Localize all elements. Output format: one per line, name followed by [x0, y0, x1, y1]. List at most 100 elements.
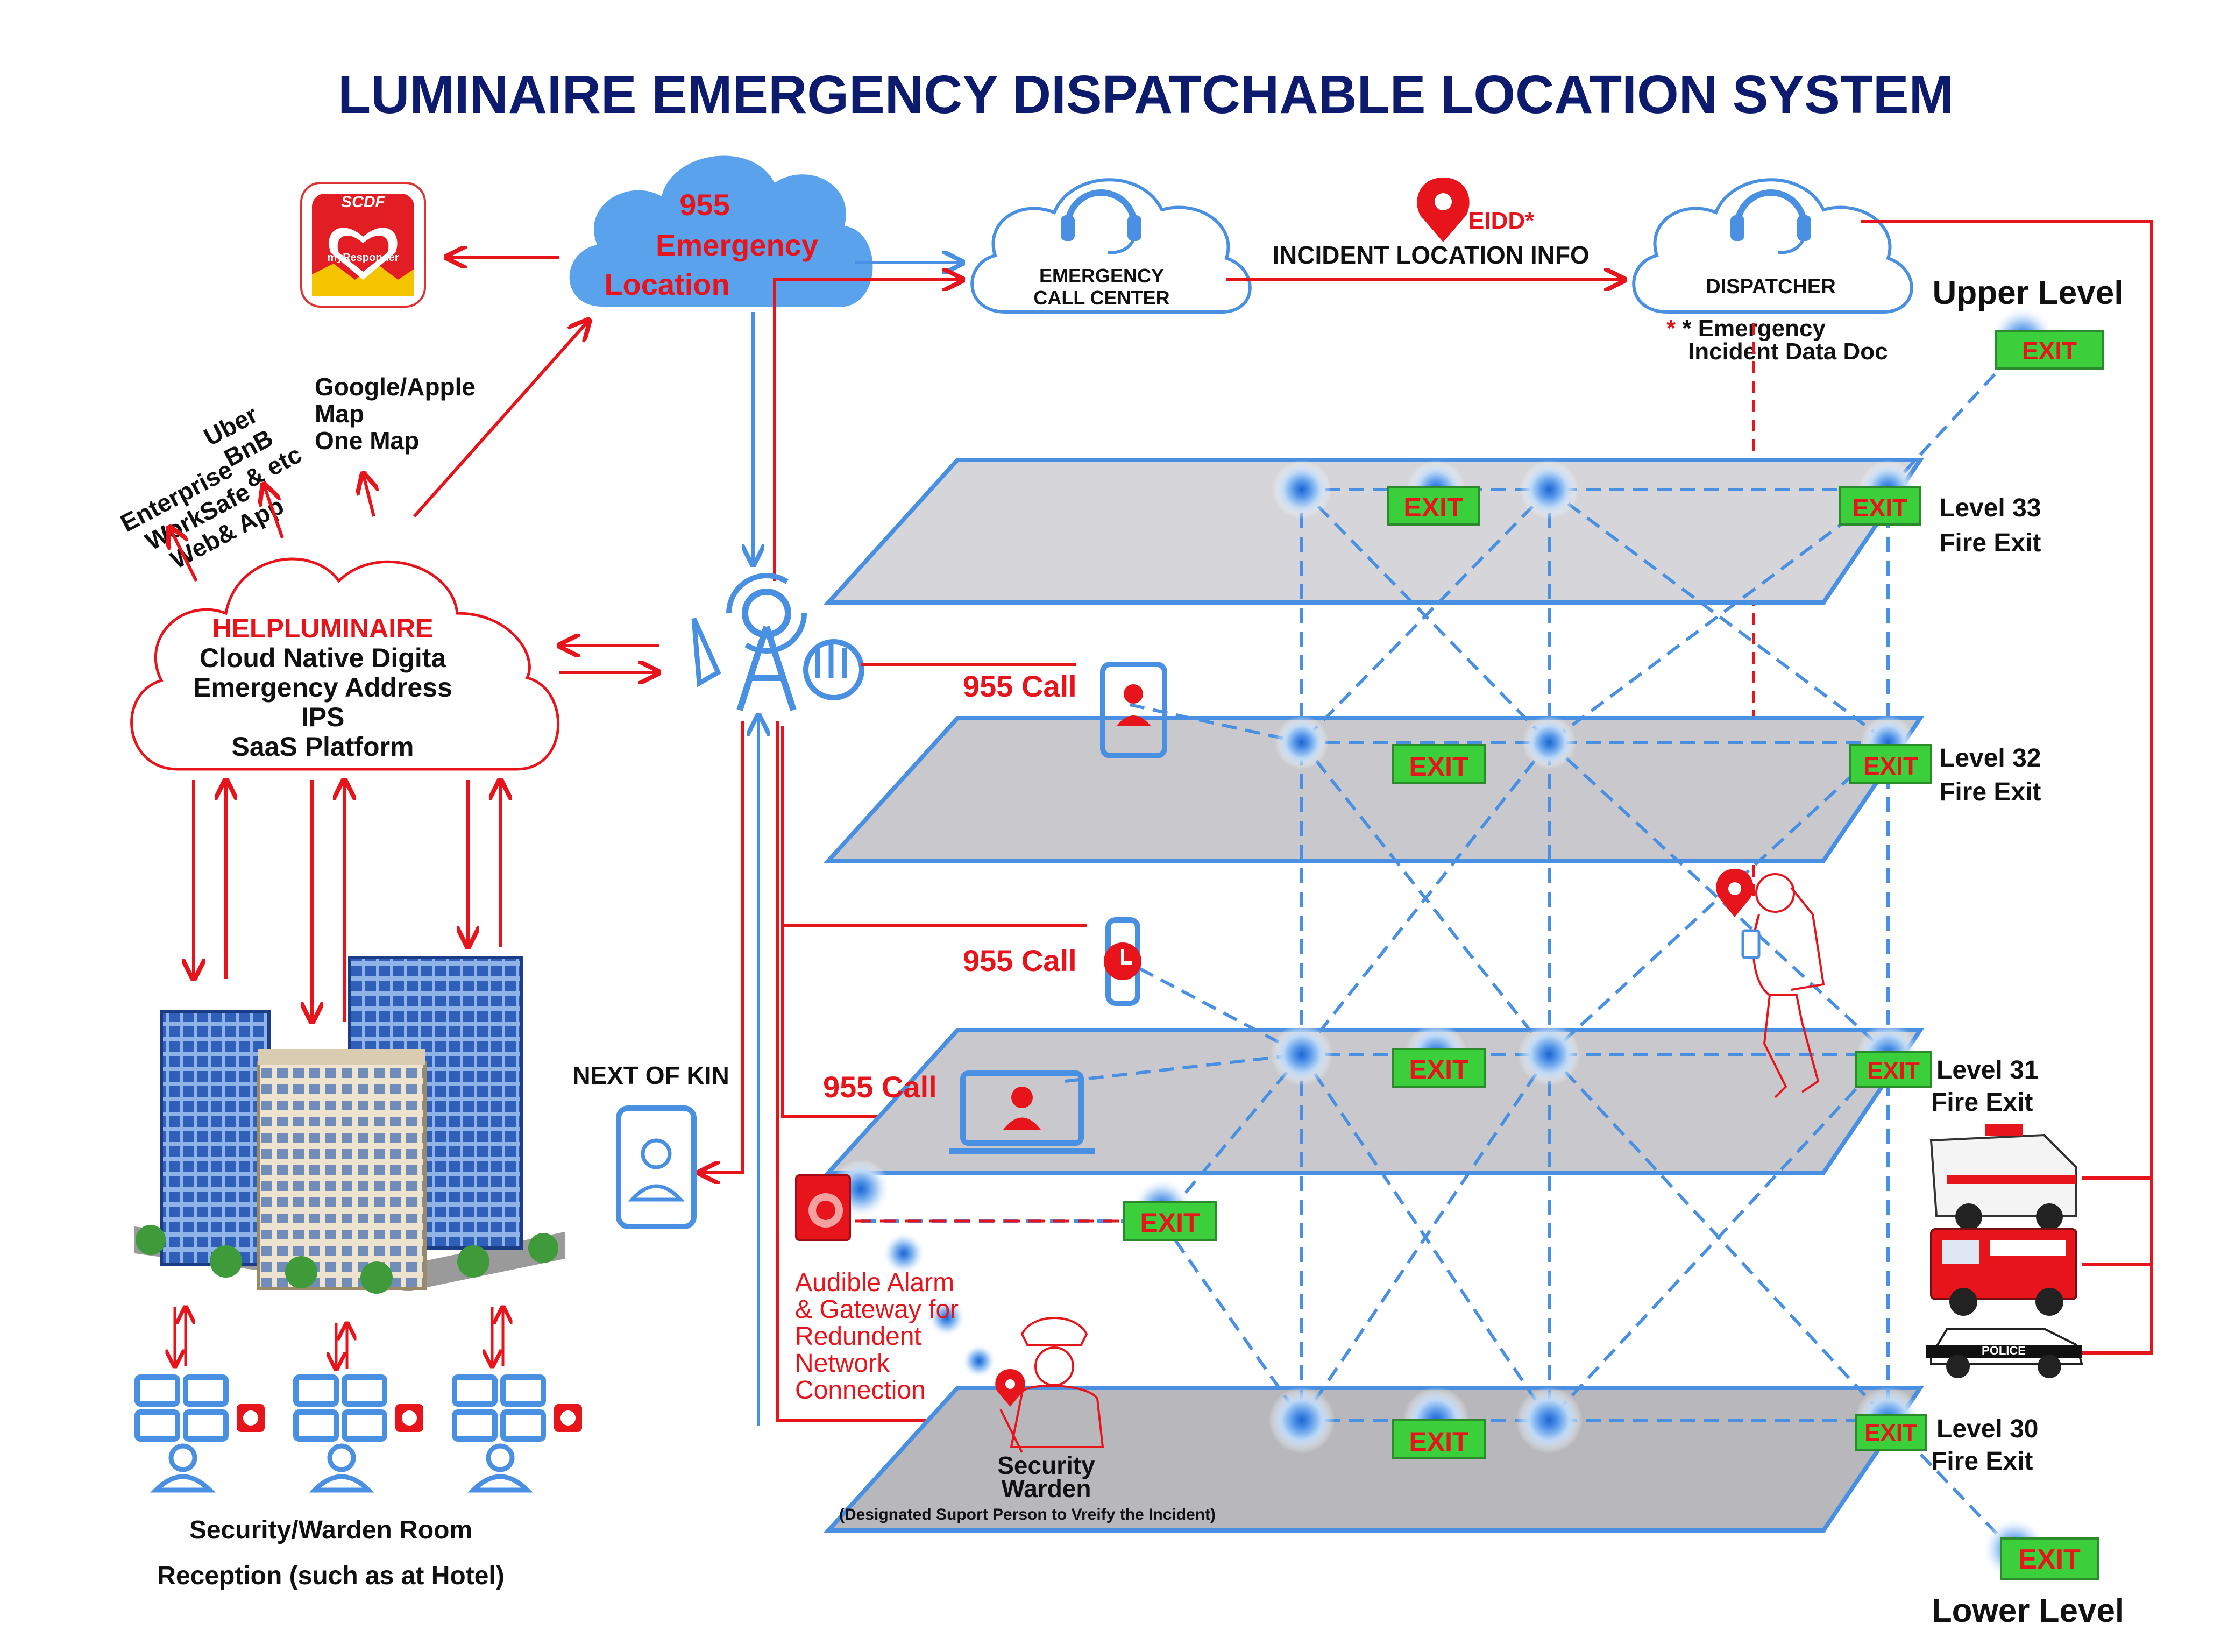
eidd-tag: EIDD*: [1468, 208, 1535, 234]
level-32-sub: Fire Exit: [1939, 778, 2041, 806]
platform-line1: Cloud Native Digita: [200, 643, 447, 673]
next-of-kin-phone-icon: [616, 1105, 697, 1229]
security-warden-figure: [999, 1317, 1104, 1453]
exit-sign: EXIT: [1855, 1051, 1932, 1088]
mobile-phone-icon: [1100, 662, 1167, 758]
rooms-line1: Security/Warden Room: [189, 1516, 472, 1544]
level-32-name: Level 32: [1939, 744, 2041, 772]
arrow-to-next-of-kin: [699, 721, 744, 1173]
alarm-line2: & Gateway for: [795, 1295, 959, 1324]
exit-label: EXIT: [1409, 751, 1468, 782]
level-33-name: Level 33: [1939, 494, 2041, 522]
victim-location-pin-icon: [1716, 869, 1754, 917]
eidd-location-pin-icon: [1417, 178, 1470, 242]
cloud-955-line1: 955: [679, 188, 729, 222]
exit-sign: EXIT: [2000, 1537, 2099, 1580]
cell-tower-icon: [691, 573, 864, 711]
luminaire-icon: [1522, 715, 1576, 769]
exit-label: EXIT: [2022, 337, 2077, 365]
level-31-name: Level 31: [1936, 1056, 2038, 1084]
exit-label: EXIT: [1140, 1208, 1200, 1238]
dispatcher-to-responders-line: [1861, 220, 2153, 1355]
app-brand: SCDF: [341, 193, 385, 211]
exit-sign: EXIT: [1855, 1414, 1927, 1451]
luminaire-icon: [1271, 1023, 1333, 1086]
police-label: POLICE: [1982, 1344, 2026, 1357]
smartwatch-icon: [1104, 917, 1141, 1006]
exit-label: EXIT: [1409, 1427, 1468, 1457]
dispatcher-node: DISPATCHER: [1632, 178, 1913, 314]
warden-note: (Designated Suport Person to Vreify the …: [839, 1506, 1216, 1523]
exit-label: EXIT: [1403, 492, 1463, 522]
maps-line3: One Map: [315, 427, 419, 455]
exit-label: EXIT: [1863, 752, 1918, 780]
alarm-line5: Connection: [795, 1376, 926, 1405]
rooms-line2: Reception (such as at Hotel): [157, 1562, 504, 1590]
exit-sign: EXIT: [1387, 486, 1480, 526]
next-of-kin-label: NEXT OF KIN: [572, 1061, 729, 1089]
floor-level-31: [823, 1028, 1925, 1175]
luminaire-icon: [1275, 715, 1329, 769]
exit-sign: EXIT: [1849, 744, 1932, 784]
eidd-note-line2: Incident Data Doc: [1688, 338, 1888, 365]
exit-sign: EXIT: [1123, 1201, 1217, 1241]
diagram-title: LUMINAIRE EMERGENCY DISPATCHABLE LOCATIO…: [338, 65, 1954, 125]
call-center-line2: CALL CENTER: [1033, 287, 1169, 309]
exit-sign: EXIT: [1839, 486, 1921, 526]
alarm-line1: Audible Alarm: [795, 1268, 954, 1297]
exit-sign: EXIT: [1392, 1419, 1486, 1459]
luminaire-icon: [962, 1344, 996, 1378]
headset-icon: [1061, 189, 1141, 254]
lower-level-label: Lower Level: [1932, 1592, 2124, 1629]
platform-line4: SaaS Platform: [231, 732, 414, 762]
warden-line2: Warden: [1002, 1474, 1091, 1502]
maps-line2: Map: [315, 400, 364, 428]
alarm-line4: Network: [795, 1349, 890, 1378]
level-31-sub: Fire Exit: [1931, 1088, 2033, 1117]
app-name: myResponder: [327, 252, 399, 264]
security-station-2: [293, 1374, 423, 1493]
warden-location-pin-icon: [995, 1369, 1025, 1407]
floor-level-30: [823, 1386, 1925, 1533]
luminaire-icon: [1518, 1023, 1580, 1086]
security-station-3: [452, 1374, 582, 1493]
arrow-to-uber: [264, 484, 284, 538]
handheld-phone-icon: [1741, 929, 1761, 959]
emergency-call-center-node: EMERGENCY CALL CENTER: [970, 178, 1252, 314]
maps-line1: Google/Apple: [315, 373, 476, 401]
buildings-illustration: [134, 956, 565, 1294]
exit-label: EXIT: [1853, 494, 1907, 522]
luminaire-icon: [1520, 460, 1579, 519]
myresponder-app-icon: SCDF myResponder: [300, 182, 426, 308]
exit-sign: EXIT: [1392, 1048, 1486, 1088]
helpluminaire-platform-cloud: HELPLUMINAIRE Cloud Native Digita Emerge…: [130, 557, 560, 771]
level-33-sub: Fire Exit: [1939, 529, 2041, 557]
exit-sign: EXIT: [1995, 330, 2104, 370]
exit-signs: EXIT EXIT EXIT EXIT EXIT EXIT EXIT EXIT …: [1123, 330, 2104, 1580]
exit-sign: EXIT: [1392, 744, 1486, 784]
alarm-line3: Redundent: [795, 1322, 921, 1351]
arrow-tower-to-callcenter: [773, 280, 963, 581]
luminaire-icon: [928, 1299, 966, 1337]
police-car-icon: POLICE: [1926, 1328, 2083, 1378]
arrow-platform-to-cloud: [413, 320, 589, 517]
warden-line1: Security: [997, 1451, 1095, 1479]
security-station-1: [134, 1374, 265, 1493]
arrow-to-enterprise: [169, 527, 198, 582]
luminaire-icon: [1272, 460, 1331, 519]
exit-label: EXIT: [1867, 1058, 1920, 1084]
luminaire-icon: [1268, 1387, 1335, 1454]
exit-label: EXIT: [1409, 1054, 1468, 1084]
cloud-955-line3: Location: [604, 267, 729, 301]
platform-line2: Emergency Address: [193, 672, 452, 703]
call-label-phone: 955 Call: [963, 669, 1077, 703]
platform-name: HELPLUMINAIRE: [212, 613, 433, 643]
floor-level-32: [823, 716, 1925, 863]
level-30-name: Level 30: [1936, 1415, 2038, 1443]
cloud-955-emergency-location: 955 Emergency Location: [569, 155, 873, 307]
dispatcher-label: DISPATCHER: [1706, 275, 1835, 298]
floor-level-33: [823, 458, 1925, 605]
luminaire-icon: [882, 1232, 925, 1275]
call-label-laptop: 955 Call: [823, 1070, 937, 1104]
